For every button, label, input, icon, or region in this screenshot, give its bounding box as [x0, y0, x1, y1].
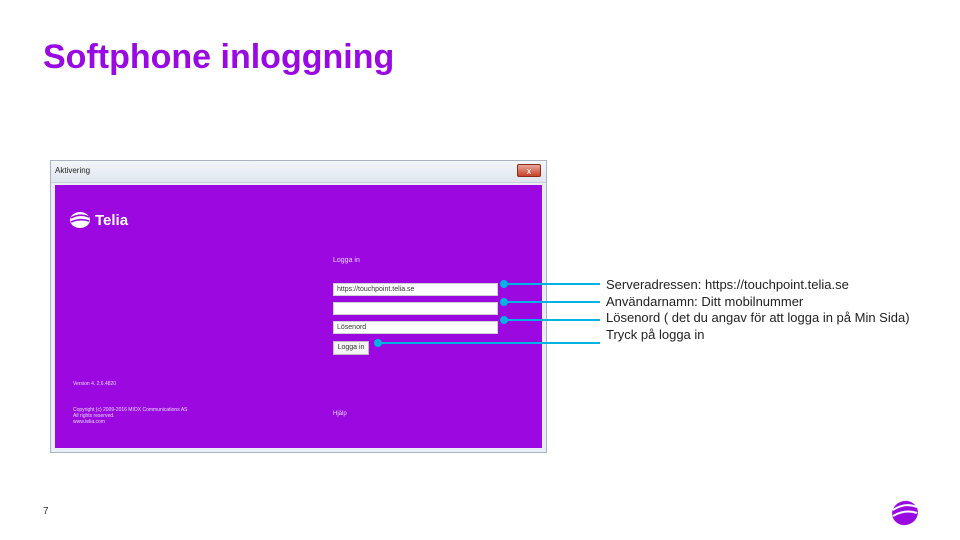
login-panel: Telia Logga in https://touchpoint.telia.… [55, 185, 542, 448]
slide-title: Softphone inloggning [43, 38, 395, 76]
page-number: 7 [43, 506, 49, 517]
callout-line-server: Serveradressen: https://touchpoint.telia… [606, 277, 849, 292]
telia-corner-logo-icon [892, 500, 918, 526]
version-text: Version 4. 2.6.4820 [73, 381, 117, 387]
server-address-input[interactable]: https://touchpoint.telia.se [333, 283, 498, 296]
telia-logo-text: Telia [95, 211, 129, 229]
telia-logo: Telia [69, 211, 128, 229]
callout-line-password: Lösenord ( det du angav för att logga in… [606, 310, 910, 325]
close-icon: x [526, 166, 532, 176]
telia-pebble-icon [70, 212, 90, 228]
username-input[interactable] [333, 302, 498, 315]
window-title: Aktivering [55, 166, 91, 175]
callout-text: Serveradressen: https://touchpoint.telia… [606, 277, 910, 343]
window-titlebar[interactable]: Aktivering x [51, 161, 546, 183]
activation-window: Aktivering x Telia Logga in https://touc… [50, 160, 547, 453]
copyright-line: All rights reserved. [73, 413, 115, 419]
copyright-link[interactable]: www.telia.com [73, 419, 105, 425]
help-link[interactable]: Hjälp [333, 411, 347, 417]
callout-line-username: Användarnamn: Ditt mobilnummer [606, 293, 804, 309]
copyright-line: Copyright (c) 2009-2016 MIOX Communicati… [73, 407, 188, 413]
copyright-text: Copyright (c) 2009-2016 MIOX Communicati… [73, 407, 213, 425]
window-close-button[interactable]: x [517, 164, 541, 177]
login-button[interactable]: Logga in [333, 341, 369, 355]
password-input[interactable]: Lösenord [333, 321, 498, 334]
callout-line-login: Tryck på logga in [606, 326, 705, 342]
login-heading: Logga in [333, 257, 360, 264]
